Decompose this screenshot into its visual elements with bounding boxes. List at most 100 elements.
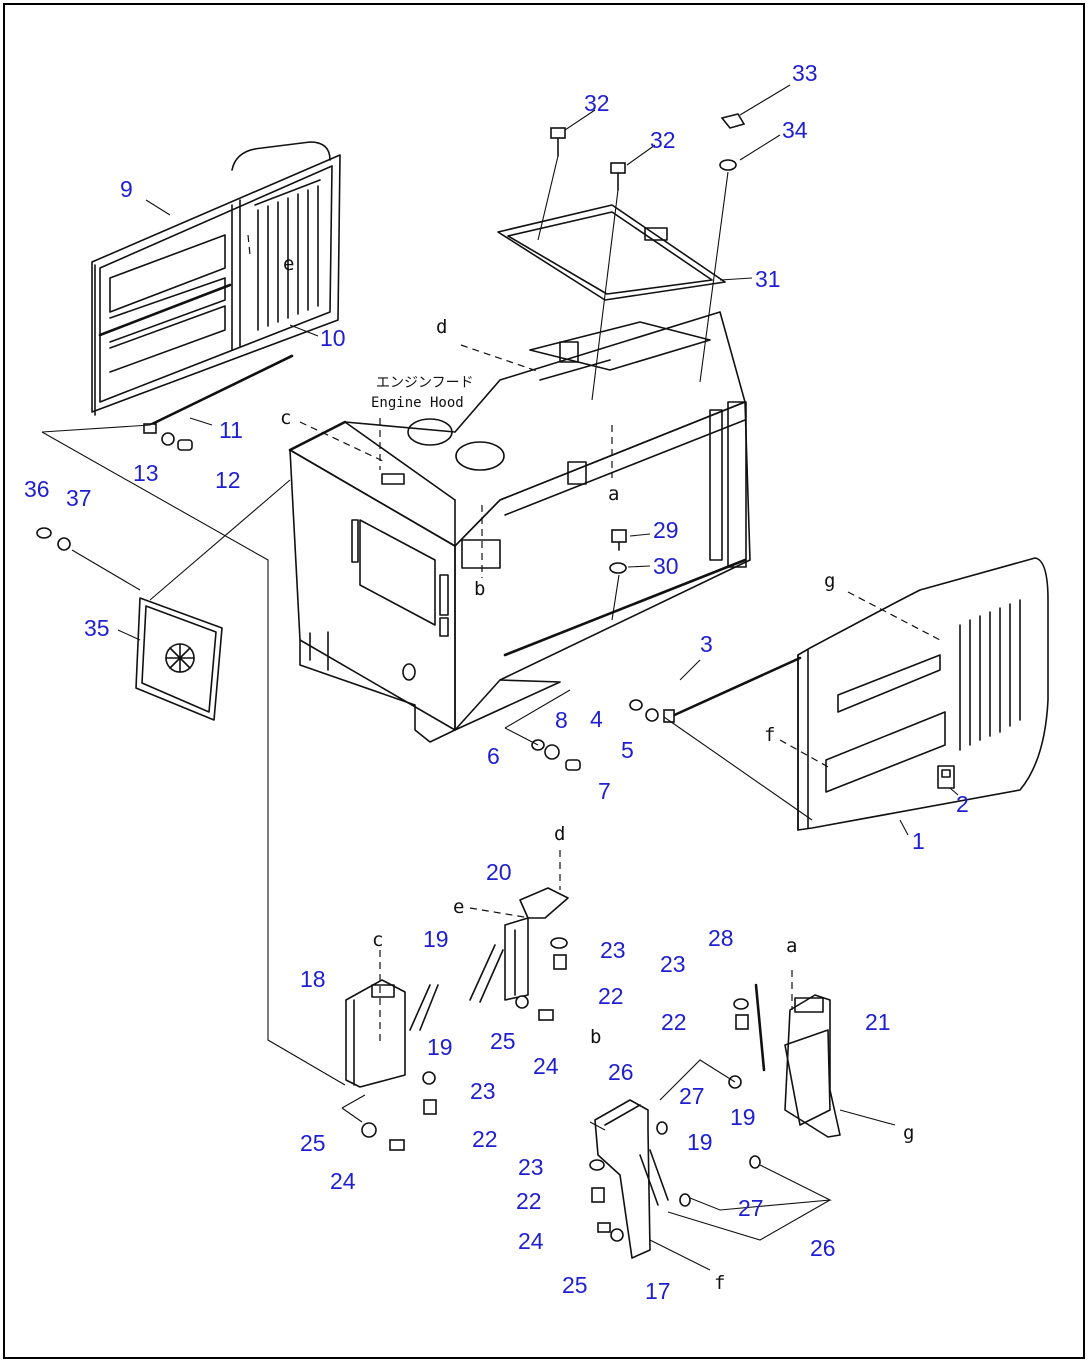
callout-7: 7 <box>598 778 611 804</box>
callout-23c: 23 <box>470 1078 496 1104</box>
letter-a-bracket: a <box>786 935 797 957</box>
letter-g-door: g <box>824 570 835 592</box>
bracket-21 <box>784 994 841 1138</box>
callout-27a: 27 <box>679 1083 705 1109</box>
top-opening-right <box>455 441 505 471</box>
reference-lines <box>41 155 896 1271</box>
washer-30 <box>609 562 627 574</box>
callout-18: 18 <box>300 966 326 992</box>
bolt-4 <box>629 699 643 711</box>
callout-24a: 24 <box>533 1053 559 1079</box>
callout-33: 33 <box>792 60 818 86</box>
engine-hood-body <box>288 311 751 743</box>
bracket-20 <box>469 887 569 1003</box>
callout-25a: 25 <box>490 1028 516 1054</box>
washer-5 <box>645 708 659 722</box>
stay-rod-3 <box>668 656 802 719</box>
door-lock-2 <box>937 765 955 789</box>
callout-9: 9 <box>120 176 133 202</box>
top-opening-left <box>407 418 453 446</box>
callout-4: 4 <box>590 706 603 732</box>
callout-12: 12 <box>215 467 241 493</box>
callout-11: 11 <box>219 417 243 443</box>
callout-10: 10 <box>320 325 346 351</box>
bolt-36 <box>36 527 52 539</box>
washer-34 <box>719 159 737 171</box>
inspection-cover <box>497 204 726 301</box>
side-door-panel <box>797 557 1049 831</box>
dashed-references <box>247 234 941 1045</box>
callout-32b: 32 <box>650 127 676 153</box>
engine-hood-label: エンジンフード Engine Hood <box>371 375 474 411</box>
reference-letters: a a b b c c d d e e f f g g <box>280 253 914 1294</box>
callout-19b: 19 <box>427 1034 453 1060</box>
callout-19d: 19 <box>687 1129 713 1155</box>
bolt-7 <box>565 759 581 771</box>
callout-13: 13 <box>133 460 159 486</box>
bolt-12 <box>177 439 193 451</box>
letter-b-bracket: b <box>590 1026 601 1048</box>
side-door-louver <box>959 599 1021 751</box>
callout-23b: 23 <box>660 951 686 977</box>
grille-cover <box>135 597 223 721</box>
bolt-29 <box>611 529 627 543</box>
clip <box>143 423 157 434</box>
callout-1: 1 <box>912 828 925 854</box>
letter-f-bracket: f <box>714 1272 725 1294</box>
callout-24b: 24 <box>330 1168 356 1194</box>
washer-37 <box>57 537 71 551</box>
callout-17: 17 <box>645 1278 671 1304</box>
callout-21: 21 <box>865 1009 891 1035</box>
callout-37: 37 <box>66 485 92 511</box>
bolt-32a <box>550 127 566 139</box>
hood-door-panel <box>91 141 341 416</box>
letter-d-hood: d <box>436 316 447 338</box>
letter-g-bracket: g <box>903 1122 914 1144</box>
callout-leaders <box>117 84 959 1131</box>
callout-25b: 25 <box>300 1130 326 1156</box>
bracket-18 <box>345 979 439 1088</box>
callout-3: 3 <box>700 631 713 657</box>
letter-c-bracket: c <box>372 929 383 951</box>
callout-31: 31 <box>755 266 781 292</box>
washer-13 <box>161 432 175 446</box>
callout-22b: 22 <box>661 1009 687 1035</box>
letter-b-hood: b <box>474 578 485 600</box>
letter-f-door: f <box>764 724 775 746</box>
rod-28 <box>754 983 766 1072</box>
louver-grille <box>257 185 319 331</box>
callout-26b: 26 <box>810 1235 836 1261</box>
callout-30: 30 <box>653 553 679 579</box>
callout-36: 36 <box>24 476 50 502</box>
letter-d-bracket: d <box>554 823 565 845</box>
callout-32a: 32 <box>584 90 610 116</box>
callout-22d: 22 <box>516 1188 542 1214</box>
callout-8: 8 <box>555 707 568 733</box>
callout-6: 6 <box>487 743 500 769</box>
wing-bolt-33 <box>720 113 746 129</box>
callout-5: 5 <box>621 737 634 763</box>
callout-22a: 22 <box>598 983 624 1009</box>
callout-29: 29 <box>653 517 679 543</box>
callout-23d: 23 <box>518 1154 544 1180</box>
letter-a-hood: a <box>608 483 619 505</box>
callout-28: 28 <box>708 925 734 951</box>
letter-e-bracket: e <box>453 896 464 918</box>
callout-numbers: 1 2 3 4 5 6 7 8 9 10 11 12 13 17 18 19 1… <box>24 60 969 1304</box>
callout-34: 34 <box>782 117 808 143</box>
callout-19c: 19 <box>730 1104 756 1130</box>
engine-hood-label-jp: エンジンフード <box>376 375 474 391</box>
callout-25c: 25 <box>562 1272 588 1298</box>
engine-hood-label-en: Engine Hood <box>371 395 464 411</box>
washer-8 <box>544 744 560 760</box>
callout-23a: 23 <box>600 937 626 963</box>
callout-19a: 19 <box>423 926 449 952</box>
callout-20: 20 <box>486 859 512 885</box>
callout-35: 35 <box>84 615 110 641</box>
letter-c-hood: c <box>280 407 291 429</box>
callout-27b: 27 <box>738 1195 764 1221</box>
callout-24c: 24 <box>518 1228 544 1254</box>
callout-22c: 22 <box>472 1126 498 1152</box>
